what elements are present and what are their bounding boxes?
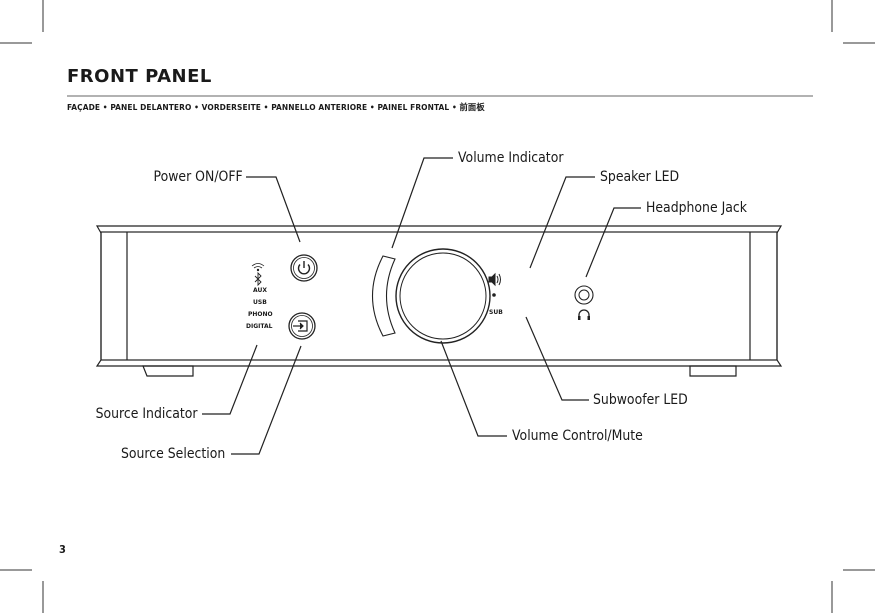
device-body xyxy=(95,225,783,377)
source-selection-leader xyxy=(231,345,302,455)
callout-speaker-led: Speaker LED xyxy=(600,169,680,185)
callout-power: Power ON/OFF xyxy=(153,169,243,185)
source-label-usb: USB xyxy=(253,299,267,306)
headphone-jack[interactable] xyxy=(574,285,594,305)
source-label-phono: PHONO xyxy=(248,311,273,318)
volume-indicator-leader xyxy=(391,157,453,249)
power-icon xyxy=(297,261,311,275)
callout-volume-indicator: Volume Indicator xyxy=(458,150,564,166)
headphones-icon xyxy=(578,309,590,320)
callout-source-selection: Source Selection xyxy=(120,446,225,462)
callout-source-indicator: Source Indicator xyxy=(95,406,197,422)
page-number: 3 xyxy=(59,543,66,556)
volume-indicator-arc xyxy=(371,255,396,337)
sub-label: SUB xyxy=(489,309,503,316)
volume-control-leader xyxy=(440,340,507,437)
callout-subwoofer-led: Subwoofer LED xyxy=(593,392,688,408)
subwoofer-leader xyxy=(525,316,589,401)
headphone-leader xyxy=(585,207,641,278)
wifi-icon xyxy=(251,263,265,272)
speaker-icon xyxy=(488,272,501,287)
source-label-aux: AUX xyxy=(253,287,267,294)
volume-knob[interactable] xyxy=(395,248,491,344)
source-input-icon xyxy=(293,320,308,332)
page-title: FRONT PANEL xyxy=(67,66,212,87)
source-label-digital: DIGITAL xyxy=(246,323,273,330)
speaker-led xyxy=(492,293,496,297)
callout-headphone-jack: Headphone Jack xyxy=(646,200,747,216)
bluetooth-icon xyxy=(254,271,262,287)
leader-lines xyxy=(202,157,641,455)
speaker-led-leader xyxy=(529,176,595,269)
power-leader xyxy=(246,176,301,243)
callout-volume-control: Volume Control/Mute xyxy=(512,428,643,444)
page-subtitle: FAÇADE • PANEL DELANTERO • VORDERSEITE •… xyxy=(67,102,485,112)
source-indicator-leader xyxy=(202,344,258,415)
